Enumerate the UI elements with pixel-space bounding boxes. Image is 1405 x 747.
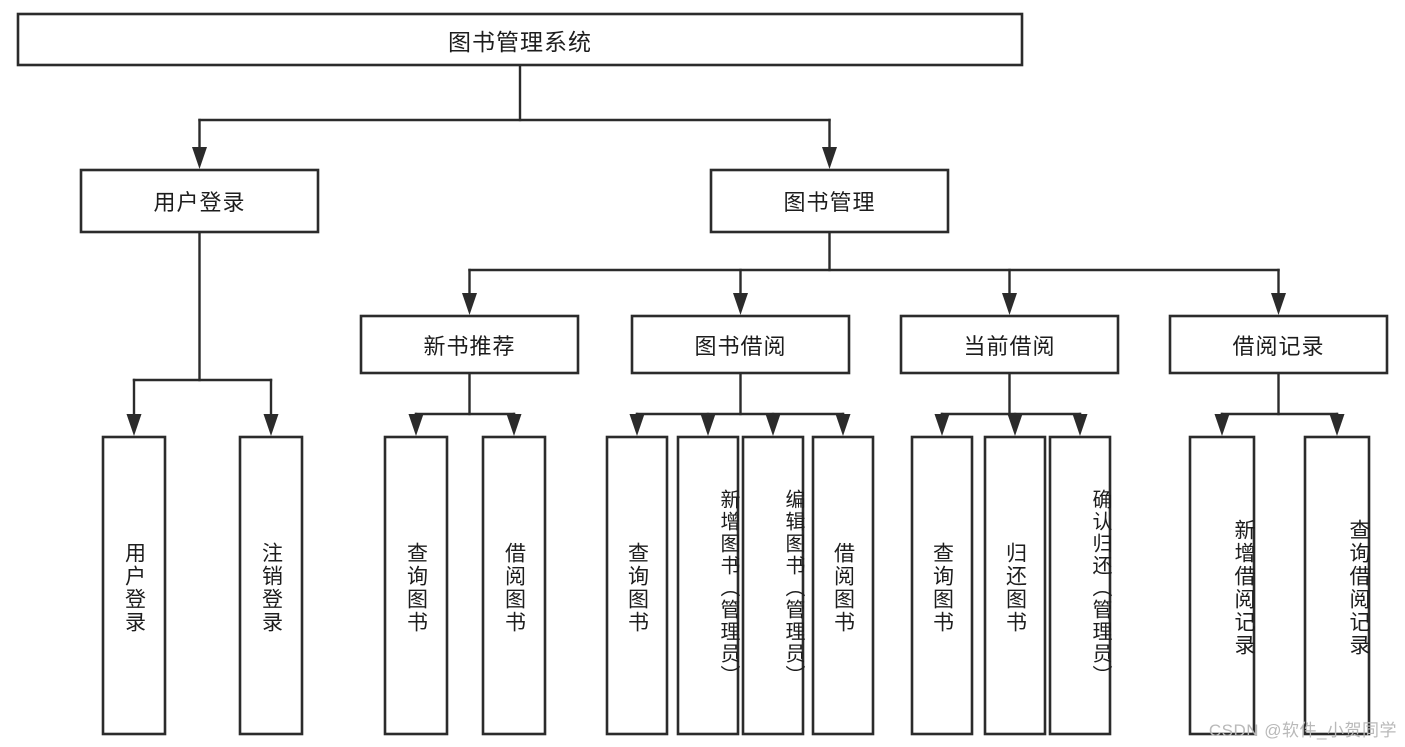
- leaf-node-box-5: [676, 435, 740, 736]
- arrow-to-leaf-2-1: [700, 414, 716, 436]
- leaf-node-box-11: [1188, 435, 1256, 736]
- arrow-to-leaf-4-1: [1329, 414, 1345, 436]
- leaf-node-box-6: [741, 435, 805, 736]
- arrow-to-level2-1: [822, 147, 837, 169]
- arrow-to-leaf-2-3: [835, 414, 851, 436]
- root-node-box: [16, 12, 1024, 67]
- level2-node-box-1: [709, 168, 950, 234]
- watermark-text: CSDN @软件_小贺同学: [1208, 721, 1397, 740]
- leaf-node-box-3: [481, 435, 547, 736]
- level3-node-box-3: [1168, 314, 1389, 375]
- connector-layer: [126, 63, 1345, 436]
- level3-node-box-0: [359, 314, 580, 375]
- arrow-to-leaf-0-1: [263, 414, 279, 436]
- leaf-node-box-10: [1048, 435, 1112, 736]
- arrow-to-leaf-3-2: [1072, 414, 1088, 436]
- leaf-node-box-9: [983, 435, 1047, 736]
- arrow-to-level2-0: [192, 147, 207, 169]
- level2-node-box-0: [79, 168, 320, 234]
- level3-node-box-2: [899, 314, 1120, 375]
- leaf-node-box-2: [383, 435, 449, 736]
- leaf-node-box-0: [101, 435, 167, 736]
- arrow-to-level3-0: [462, 293, 477, 315]
- arrow-to-leaf-4-0: [1214, 414, 1230, 436]
- leaf-node-box-12: [1303, 435, 1371, 736]
- leaf-node-box-7: [811, 435, 875, 736]
- arrow-to-leaf-0-0: [126, 414, 142, 436]
- leaf-node-box-8: [910, 435, 974, 736]
- arrow-to-leaf-2-0: [629, 414, 645, 436]
- arrow-to-level3-1: [733, 293, 748, 315]
- arrow-to-leaf-3-0: [934, 414, 950, 436]
- arrow-to-leaf-2-2: [765, 414, 781, 436]
- arrow-to-leaf-1-1: [506, 414, 522, 436]
- arrow-to-leaf-1-0: [408, 414, 424, 436]
- level3-node-box-1: [630, 314, 851, 375]
- leaf-node-box-1: [238, 435, 304, 736]
- node-box-layer: [16, 12, 1389, 736]
- arrow-to-level3-2: [1002, 293, 1017, 315]
- leaf-node-box-4: [605, 435, 669, 736]
- arrow-to-level3-3: [1271, 293, 1286, 315]
- arrow-to-leaf-3-1: [1007, 414, 1023, 436]
